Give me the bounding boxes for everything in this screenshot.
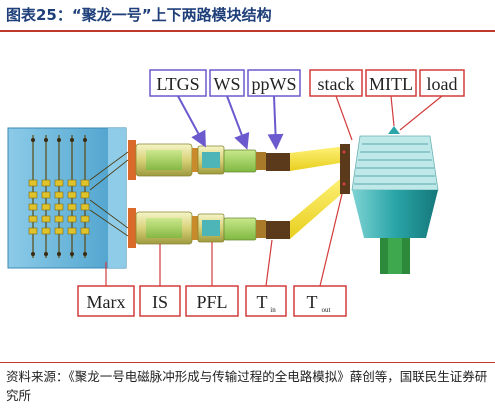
stack-pointer-lines — [335, 95, 443, 141]
source-note: 资料来源：《聚龙一号电磁脉冲形成与传输过程的全电路模拟》薛创等，国联民生证券研究… — [6, 369, 488, 403]
top-label-arrows — [177, 95, 284, 150]
marx-tank — [7, 127, 129, 269]
svg-text:IS: IS — [152, 292, 168, 312]
bottom-label-pointers — [105, 193, 343, 287]
label-ltgs: LTGS — [149, 69, 207, 97]
label-pfl: PFL — [185, 285, 239, 317]
label-mitl: MITL — [365, 69, 417, 97]
label-stack: stack — [309, 69, 363, 97]
svg-text:stack: stack — [318, 74, 355, 94]
svg-text:LTGS: LTGS — [156, 74, 199, 94]
label-ws: WS — [209, 69, 245, 97]
label-t-in: T in — [245, 285, 287, 317]
module-structure-diagram: LTGS WS ppWS stack MITL load Marx IS — [7, 69, 465, 317]
svg-text:ppWS: ppWS — [252, 74, 297, 94]
svg-text:T: T — [257, 292, 268, 312]
transmission-lines — [290, 144, 350, 239]
svg-text:load: load — [427, 74, 458, 94]
svg-text:WS: WS — [214, 74, 241, 94]
label-is: IS — [139, 285, 181, 317]
svg-text:MITL: MITL — [369, 74, 413, 94]
label-ppws: ppWS — [247, 69, 301, 97]
svg-text:T: T — [307, 292, 318, 312]
label-marx: Marx — [77, 285, 135, 317]
svg-text:in: in — [270, 306, 276, 314]
source-divider — [0, 362, 495, 363]
label-load: load — [419, 69, 465, 97]
svg-text:out: out — [322, 306, 331, 314]
svg-text:Marx: Marx — [87, 292, 126, 312]
load-assembly — [351, 126, 439, 274]
lower-line-module — [128, 208, 290, 248]
figure-title: 图表25：“聚龙一号”上下两路模块结构 — [6, 6, 272, 24]
label-t-out: T out — [293, 285, 347, 317]
title-divider — [0, 30, 495, 32]
upper-line-module — [128, 140, 290, 180]
marx-generator-columns — [28, 135, 129, 258]
svg-text:PFL: PFL — [196, 292, 227, 312]
